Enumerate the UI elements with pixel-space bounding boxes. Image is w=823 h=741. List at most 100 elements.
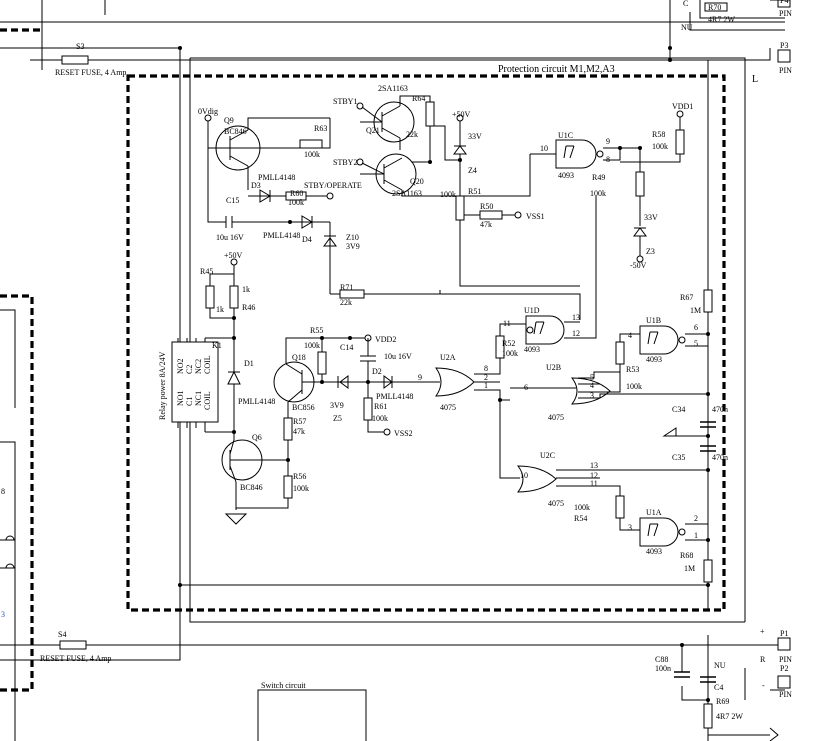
q6-label: Q6 — [252, 433, 262, 442]
q18-type: BC856 — [292, 403, 315, 412]
u1b-pin6: 6 — [694, 323, 698, 332]
q20-type: 2SA1163 — [392, 189, 422, 198]
r45-resistor — [205, 285, 215, 309]
u1a-pin1: 1 — [694, 531, 698, 540]
r53-value: 100k — [626, 382, 642, 391]
c35-value: 470n — [712, 453, 728, 462]
u2b-pin6: 6 — [524, 383, 528, 392]
p1-pin-label: PIN — [779, 655, 792, 664]
u1c-pin10: 10 — [540, 144, 548, 153]
r45-label: R45 — [200, 267, 213, 276]
r54-resistor — [615, 495, 625, 519]
d1-type: PMLL4148 — [238, 397, 275, 406]
q18-transistor: Q18 BC856 — [273, 353, 332, 412]
top-c-label: C — [683, 0, 688, 8]
u1d-type: 4093 — [524, 345, 540, 354]
u1a-pin2: 2 — [694, 514, 698, 523]
u2c-pin13: 13 — [590, 461, 598, 470]
r70-value: 4R7 2W — [708, 15, 735, 24]
svg-text:C1: C1 — [185, 397, 194, 406]
r63-value: 100k — [304, 150, 320, 159]
r49-resistor — [635, 171, 645, 197]
r68-value: 1M — [684, 564, 695, 573]
q21-label: Q21 — [366, 126, 380, 135]
d3-type: PMLL4148 — [258, 173, 295, 182]
c14-value: 10u 16V — [384, 352, 412, 361]
r50-label: R50 — [480, 202, 493, 211]
u2a-pin1: 1 — [484, 381, 488, 390]
r69-value: 4R7 2W — [716, 712, 743, 721]
q20-label: Q20 — [410, 177, 424, 186]
u1a-label: U1A — [646, 508, 662, 517]
p4-pin-label: PIN — [779, 9, 792, 18]
z5-label: Z5 — [333, 414, 342, 423]
stby2-label: STBY2 — [333, 158, 357, 167]
r69-label: R69 — [716, 697, 729, 706]
r45-value: 1k — [216, 305, 224, 314]
svg-text:NC2: NC2 — [194, 359, 203, 374]
p1-label: P1 — [780, 629, 788, 638]
r55-label: R55 — [310, 326, 323, 335]
r57-value: 47k — [293, 427, 305, 436]
k1-label: K1 — [212, 341, 222, 350]
r61-value: 100k — [372, 414, 388, 423]
top-right-group: R70 4R7 2W C NU P4 PIN P3 PIN — [668, 0, 792, 75]
svg-text:NO2: NO2 — [176, 358, 185, 374]
svg-text:COIL: COIL — [203, 355, 212, 374]
d3-label: D3 — [251, 181, 261, 190]
c4-label: C4 — [714, 683, 723, 692]
r67-resistor — [703, 289, 713, 313]
u1d-label: U1D — [524, 306, 540, 315]
z5-value: 3V9 — [330, 401, 344, 410]
u2c-label: U2C — [540, 451, 555, 460]
r61-label: R61 — [374, 402, 387, 411]
c35-label: C35 — [672, 453, 685, 462]
left-boundary — [0, 294, 34, 692]
vdd1-label: VDD1 — [672, 102, 693, 111]
p2-label: P2 — [780, 664, 788, 673]
relay-description: Relay power 8A/24V — [158, 351, 167, 420]
vss1-label: VSS1 — [526, 212, 545, 221]
q6-type: BC846 — [240, 483, 263, 492]
p1-pin-icon — [777, 637, 791, 651]
r70-label: R70 — [708, 3, 721, 12]
r-label: R — [760, 655, 766, 664]
u2b-pin4: 4 — [590, 381, 594, 390]
r71-resistor — [339, 289, 365, 299]
u2b-label: U2B — [546, 363, 561, 372]
r68-label: R68 — [680, 551, 693, 560]
u2a-pin8: 8 — [484, 364, 488, 373]
s3-description: RESET FUSE, 4 Amp — [55, 68, 126, 77]
c34-value: 470n — [712, 405, 728, 414]
r49-value: 100k — [590, 189, 606, 198]
p4-label: P4 — [780, 0, 788, 5]
protection-circuit-title: Protection circuit M1,M2,A3 — [498, 64, 615, 75]
p3-pin-label: PIN — [779, 66, 792, 75]
p3-label: P3 — [780, 41, 788, 50]
neg50-label: -50V — [630, 261, 647, 270]
top-nu-label: NU — [681, 23, 693, 32]
z10-value: 3V9 — [346, 242, 360, 251]
r51-value: 100k — [440, 190, 456, 199]
u2c-pin10: 10 — [520, 471, 528, 480]
r57-label: R57 — [293, 417, 306, 426]
u1c-pin9: 9 — [606, 137, 610, 146]
s4-label: S4 — [58, 630, 66, 639]
u1b-label: U1B — [646, 316, 661, 325]
p4-pin-icon — [777, 0, 791, 8]
c88-value: 100n — [655, 664, 671, 673]
q9-label: Q9 — [224, 116, 234, 125]
r56-value: 100k — [293, 484, 309, 493]
u2c-gate: U2C 4075 — [516, 451, 564, 508]
r64-label: R64 — [412, 94, 425, 103]
p2-pin-label: PIN — [779, 690, 792, 699]
relay-k1: K1 Relay power 8A/24V NO1 C1 NC1 COIL NO… — [158, 338, 222, 432]
u1a-pin3: 3 — [628, 523, 632, 532]
u1c-pin8: 8 — [606, 155, 610, 164]
r63-label: R63 — [314, 124, 327, 133]
u1a-type: 4093 — [646, 547, 662, 556]
r71-label: R71 — [340, 283, 353, 292]
left-pin-8: 8 — [1, 487, 5, 496]
u2b-pin5: 5 — [590, 373, 594, 382]
